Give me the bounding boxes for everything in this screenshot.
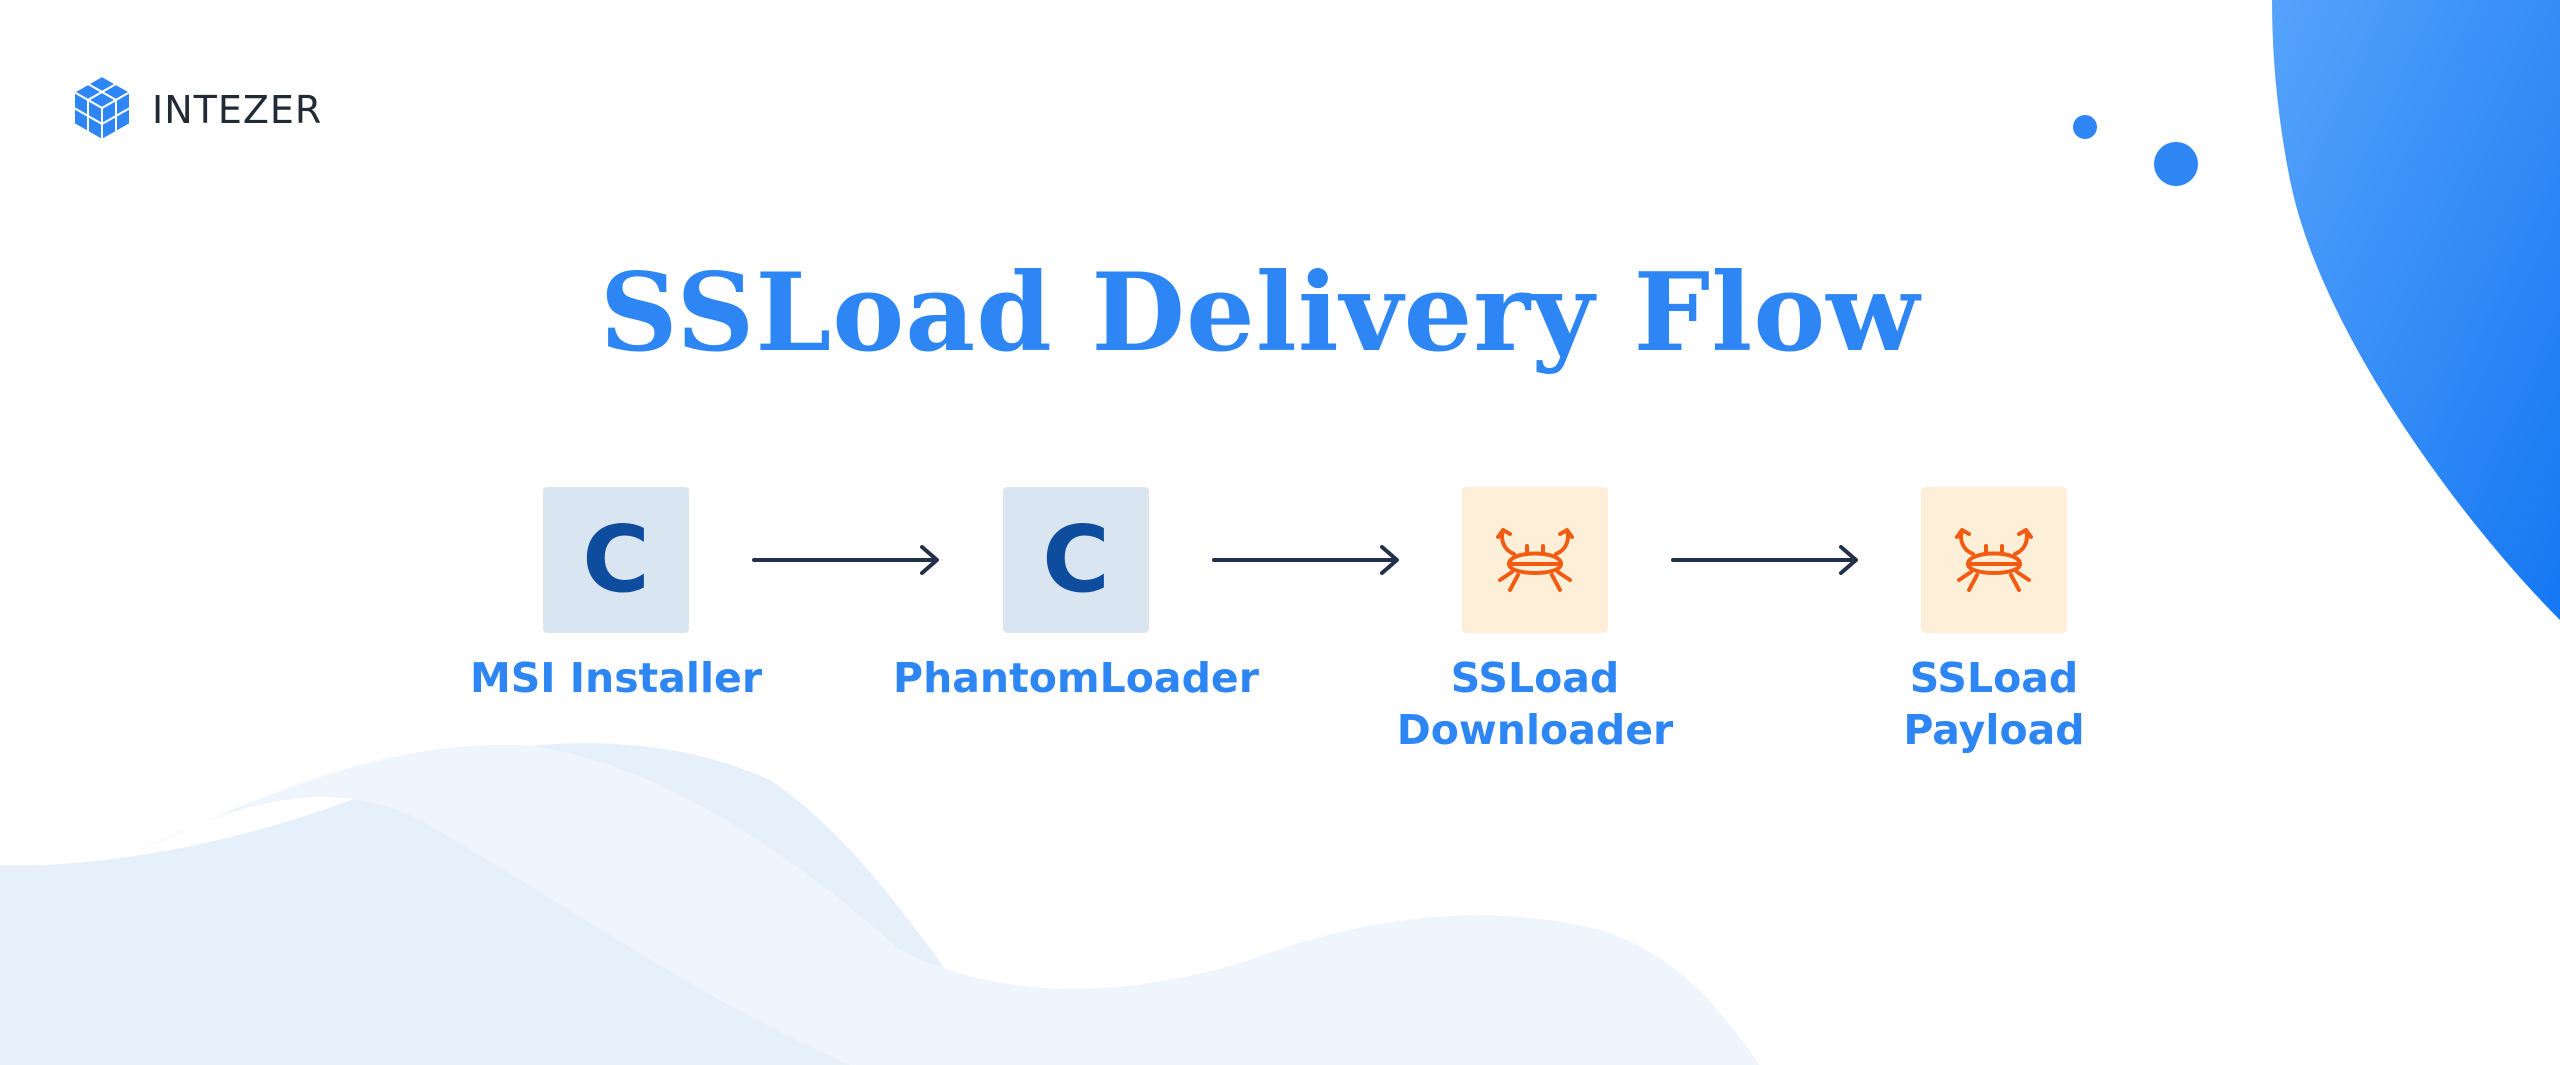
brand-logo: INTEZER — [68, 74, 322, 146]
arrow-connector — [752, 545, 939, 575]
c-language-icon: C — [1042, 506, 1110, 613]
node-ssload-payload — [1921, 487, 2067, 633]
cube-cluster-icon — [73, 75, 131, 141]
node-label-line: PhantomLoader — [893, 654, 1259, 702]
node-label-line: SSLoad — [1909, 654, 2079, 702]
node-msi-installer: C — [543, 487, 689, 633]
node-label-line: SSLoad — [1450, 654, 1620, 702]
node-label: PhantomLoader — [876, 652, 1276, 704]
node-phantomloader: C — [1003, 487, 1149, 633]
node-label-line: Downloader — [1396, 706, 1674, 754]
diagram-title: SSLoad Delivery Flow — [599, 250, 1921, 376]
node-ssload-downloader — [1462, 487, 1608, 633]
node-label: SSLoad Downloader — [1335, 652, 1735, 756]
brand-name: INTEZER — [152, 88, 323, 132]
decor-dot — [2154, 142, 2198, 186]
c-language-icon: C — [582, 506, 650, 613]
node-label: SSLoad Payload — [1794, 652, 2194, 756]
arrow-connector — [1212, 545, 1399, 575]
node-label-line: MSI Installer — [469, 654, 763, 702]
corner-blob — [2272, 0, 2560, 620]
arrow-connector — [1671, 545, 1858, 575]
rust-crab-icon — [1496, 528, 1574, 592]
wave-shape — [120, 744, 1760, 1065]
node-label-line: Payload — [1903, 706, 2085, 754]
rust-crab-icon — [1955, 528, 2033, 592]
node-label: MSI Installer — [416, 652, 816, 704]
decor-dot — [2073, 115, 2097, 139]
